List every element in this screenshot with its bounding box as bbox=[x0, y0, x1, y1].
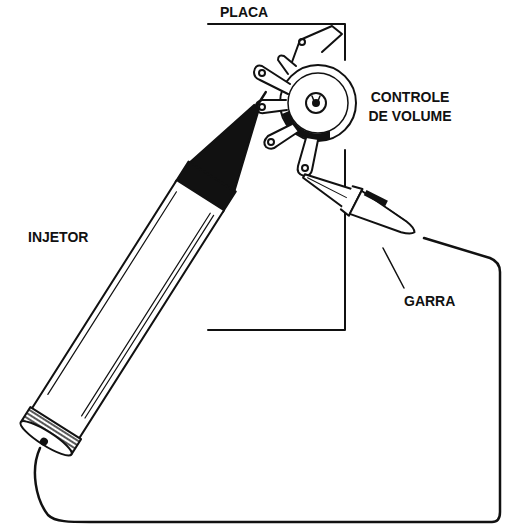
part-label: GARRA bbox=[404, 292, 455, 311]
alligator-clip bbox=[297, 162, 422, 246]
part-label: CONTROLE DE VOLUME bbox=[364, 88, 456, 126]
leader-line bbox=[383, 248, 404, 288]
volume-control bbox=[254, 26, 356, 176]
signal-injector bbox=[17, 76, 291, 460]
part-label: INJETOR bbox=[28, 228, 88, 247]
board-label: PLACA bbox=[220, 3, 268, 22]
